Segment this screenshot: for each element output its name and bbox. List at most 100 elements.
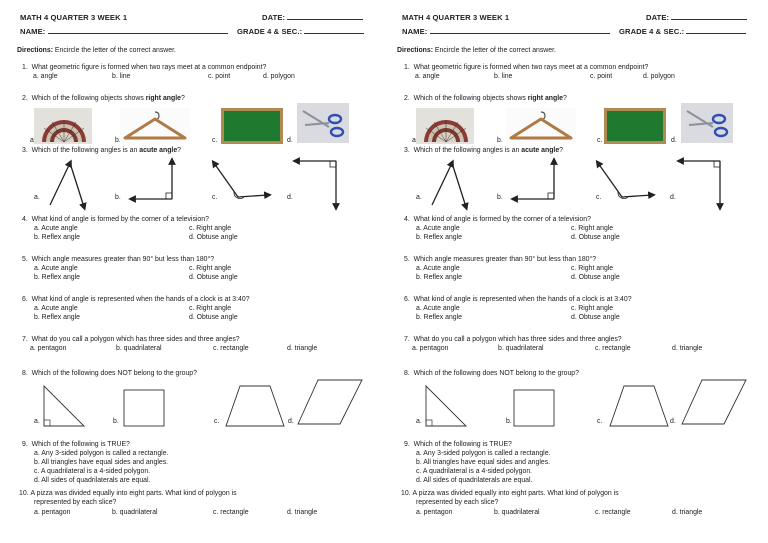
choice-b[interactable]: b.: [506, 418, 512, 425]
directions: Directions: Encircle the letter of the c…: [17, 47, 176, 54]
choice-d[interactable]: d.: [288, 418, 294, 425]
choice-b[interactable]: b. line: [112, 73, 131, 80]
triangle-figure: [43, 384, 86, 427]
choice-b[interactable]: b. quadrilateral: [498, 345, 544, 352]
choice-d[interactable]: d. Obtuse angle: [189, 274, 238, 281]
choice-b[interactable]: b.: [497, 194, 503, 201]
choice-c[interactable]: c.: [597, 418, 603, 425]
fan-image: [34, 108, 92, 144]
choice-b[interactable]: b.: [115, 137, 121, 144]
choice-a[interactable]: a.: [412, 137, 418, 144]
square-figure: [123, 389, 165, 427]
chalkboard-image: [604, 108, 666, 144]
choice-c[interactable]: c. rectangle: [213, 345, 249, 352]
angle-d-figure: [292, 157, 340, 211]
grade-section-field: GRADE 4 & SEC.:: [237, 27, 365, 36]
choice-a[interactable]: a. angle: [33, 73, 58, 80]
choice-c[interactable]: c. point: [208, 73, 231, 80]
hanger-image: [120, 108, 190, 144]
choice-d[interactable]: d. Obtuse angle: [571, 314, 620, 321]
choice-c[interactable]: c. Right angle: [571, 265, 614, 272]
choice-d[interactable]: d.: [670, 418, 676, 425]
choice-d[interactable]: d.: [287, 137, 293, 144]
choice-b[interactable]: b. Reflex angle: [416, 314, 462, 321]
choice-d[interactable]: d.: [670, 194, 676, 201]
square-figure: [513, 389, 555, 427]
date-field: DATE:: [262, 13, 364, 22]
angle-a-figure: [431, 159, 469, 211]
choice-a[interactable]: a.: [34, 194, 40, 201]
choice-c[interactable]: c. rectangle: [213, 509, 249, 516]
choice-b[interactable]: b. Reflex angle: [34, 314, 80, 321]
parallelogram-figure: [681, 379, 747, 425]
choice-d[interactable]: d.: [287, 194, 293, 201]
choice-a[interactable]: a. Acute angle: [34, 225, 78, 232]
choice-d[interactable]: d. polygon: [263, 73, 295, 80]
choice-d[interactable]: d. Obtuse angle: [189, 314, 238, 321]
choice-d[interactable]: d. triangle: [672, 345, 703, 352]
choice-d[interactable]: d. All sides of quadrilaterals are equal…: [416, 477, 533, 484]
choice-d[interactable]: d. Obtuse angle: [189, 234, 238, 241]
choice-c[interactable]: c. Right angle: [189, 265, 232, 272]
choice-a[interactable]: a. Any 3-sided polygon is called a recta…: [416, 450, 551, 457]
choice-a[interactable]: a. pentagon: [416, 509, 453, 516]
choice-a[interactable]: a.: [30, 137, 36, 144]
choice-d[interactable]: d. triangle: [287, 509, 318, 516]
worksheet-title: MATH 4 QUARTER 3 WEEK 1: [402, 13, 510, 22]
choice-a[interactable]: a. angle: [415, 73, 440, 80]
choice-b[interactable]: b. All triangles have equal sides and an…: [416, 459, 551, 466]
worksheet-left: MATH 4 QUARTER 3 WEEK 1 DATE: NAME: GRAD…: [12, 0, 382, 543]
choice-a[interactable]: a. Acute angle: [34, 265, 78, 272]
choice-c[interactable]: c. A quadrilateral is a 4-sided polygon.: [416, 468, 533, 475]
choice-a[interactable]: a.: [416, 194, 422, 201]
fan-image: [416, 108, 474, 144]
choice-a[interactable]: a. Any 3-sided polygon is called a recta…: [34, 450, 169, 457]
choice-b[interactable]: b. quadrilateral: [494, 509, 540, 516]
choice-d[interactable]: d. Obtuse angle: [571, 274, 620, 281]
choice-b[interactable]: b. Reflex angle: [34, 234, 80, 241]
choice-c[interactable]: c.: [214, 418, 220, 425]
choice-a[interactable]: a. pentagon: [34, 509, 71, 516]
choice-b[interactable]: b. line: [494, 73, 513, 80]
choice-c[interactable]: c. rectangle: [595, 509, 631, 516]
choice-a[interactable]: a.: [34, 418, 40, 425]
choice-b[interactable]: b. quadrilateral: [112, 509, 158, 516]
choice-b[interactable]: b. All triangles have equal sides and an…: [34, 459, 169, 466]
choice-c[interactable]: c. Right angle: [189, 225, 232, 232]
choice-a[interactable]: a. Acute angle: [34, 305, 78, 312]
choice-c[interactable]: c.: [597, 137, 603, 144]
hanger-image: [506, 108, 576, 144]
choice-d[interactable]: d.: [671, 137, 677, 144]
choice-d[interactable]: d. triangle: [287, 345, 318, 352]
choice-b[interactable]: b. quadrilateral: [116, 345, 162, 352]
choice-c[interactable]: c.: [212, 194, 218, 201]
choice-b[interactable]: b.: [113, 418, 119, 425]
choice-c[interactable]: c.: [596, 194, 602, 201]
choice-c[interactable]: c. Right angle: [189, 305, 232, 312]
choice-d[interactable]: d. All sides of quadrilaterals are equal…: [34, 477, 151, 484]
angle-c-figure: [211, 159, 272, 200]
choice-c[interactable]: c. A quadrilateral is a 4-sided polygon.: [34, 468, 151, 475]
choice-c[interactable]: c.: [212, 137, 218, 144]
choice-d[interactable]: d. Obtuse angle: [571, 234, 620, 241]
choice-c[interactable]: c. Right angle: [571, 225, 614, 232]
choice-a[interactable]: a. Acute angle: [416, 305, 460, 312]
choice-d[interactable]: d. polygon: [643, 73, 675, 80]
choice-c[interactable]: c. Right angle: [571, 305, 614, 312]
choice-b[interactable]: b.: [497, 137, 503, 144]
chalkboard-image: [221, 108, 283, 144]
choice-b[interactable]: b.: [115, 194, 121, 201]
choice-c[interactable]: c. point: [590, 73, 613, 80]
choice-a[interactable]: a.: [416, 418, 422, 425]
date-field: DATE:: [646, 13, 748, 22]
choice-b[interactable]: b. Reflex angle: [416, 234, 462, 241]
choice-a[interactable]: a. pentagon: [30, 345, 67, 352]
choice-a[interactable]: a. Acute angle: [416, 265, 460, 272]
choice-b[interactable]: b. Reflex angle: [34, 274, 80, 281]
choice-b[interactable]: b. Reflex angle: [416, 274, 462, 281]
choice-a[interactable]: a. Acute angle: [416, 225, 460, 232]
angle-c-figure: [595, 159, 656, 200]
choice-d[interactable]: d. triangle: [672, 509, 703, 516]
choice-a[interactable]: a. pentagon: [412, 345, 449, 352]
choice-c[interactable]: c. rectangle: [595, 345, 631, 352]
